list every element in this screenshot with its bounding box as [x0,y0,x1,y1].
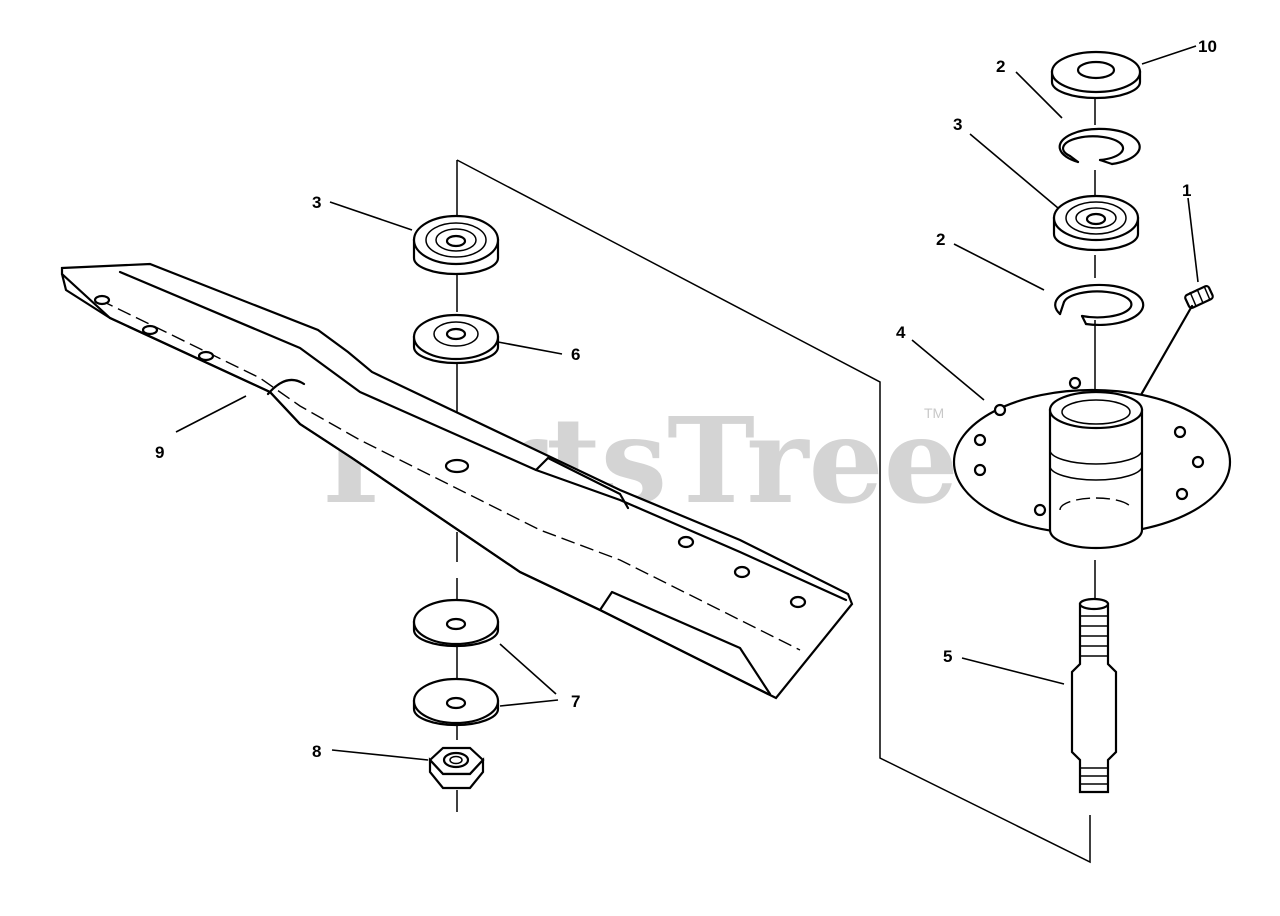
blade-hole [197,350,215,362]
callout-label: 2 [936,230,945,249]
blade-hole [789,595,807,609]
watermark-trademark: TM [924,405,944,421]
mower-blade [60,262,854,700]
bearing-right [1052,194,1140,252]
retaining-ring-upper [1058,127,1141,166]
callout-label: 7 [571,692,580,711]
washer-lower [412,677,500,727]
blade-hole [733,565,751,579]
washer-upper [412,598,500,648]
retaining-ring-lower [1054,283,1145,326]
callout-label: 3 [953,115,962,134]
callout-leaders [175,45,1199,761]
blade-center-hole [444,458,470,474]
hex-nut [428,746,485,790]
callout-label: 8 [312,742,321,761]
blade-hole [141,324,159,336]
top-washer [1050,50,1142,100]
callout-label: 2 [996,57,1005,76]
callout-label: 6 [571,345,580,364]
callout-label: 5 [943,647,952,666]
callout-label: 10 [1198,37,1217,56]
blade-hole [677,535,695,549]
spindle-housing [952,376,1232,550]
callout-label: 9 [155,443,164,462]
callout-labels: 3 6 9 7 8 10 2 3 2 1 4 5 [155,37,1217,761]
spindle-shaft [1070,597,1118,794]
callout-label: 1 [1182,181,1191,200]
blade-hole [93,294,111,306]
spacer [412,313,500,365]
bearing-left [412,214,500,276]
callout-label: 3 [312,193,321,212]
callout-label: 4 [896,323,906,342]
